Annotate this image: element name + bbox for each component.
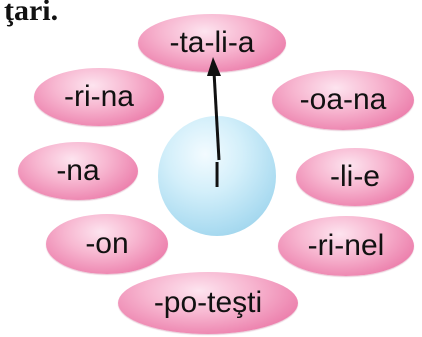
petal-left: -na xyxy=(18,142,138,200)
petal-right: -li-e xyxy=(296,148,414,206)
petal-bottom: -po-teşti xyxy=(118,272,298,334)
arrow-shaft xyxy=(212,71,221,161)
arrow-head-icon xyxy=(207,57,221,76)
petal-upper-right: -oa-na xyxy=(272,70,414,130)
petal-lower-right: -ri-nel xyxy=(278,216,414,276)
petal-lower-left: -on xyxy=(46,214,168,274)
heading-fragment: ţari. xyxy=(4,0,59,27)
petal-upper-left: -ri-na xyxy=(34,68,164,126)
center-letter: l xyxy=(213,157,221,195)
petal-top: -ta-li-a xyxy=(138,14,286,72)
